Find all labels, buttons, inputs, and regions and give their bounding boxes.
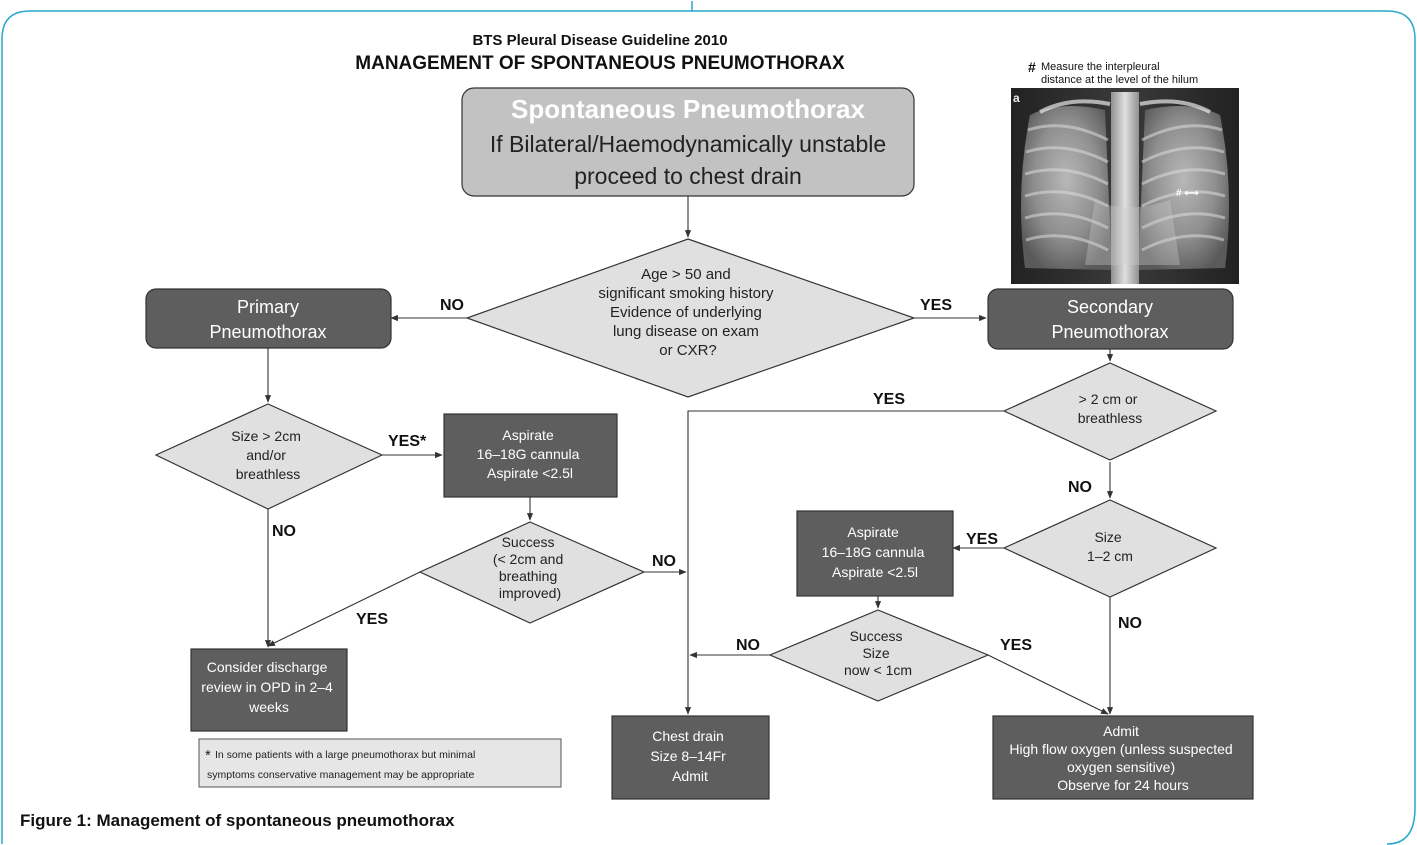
svg-text:Aspirate 16–18G cannula: Aspirate 16–18G cannula Aspirate <2.5l [477,427,584,481]
chest-drain-line: Admit [672,768,708,784]
size-1-2cm-diamond: Size 1–2 cm [1002,499,1218,598]
edge-label-no: NO [440,297,464,314]
success-right-line: Size [862,645,889,661]
age-decision-diamond: Age > 50 and significant smoking history… [465,238,916,398]
aspirate-box-left: Aspirate 16–18G cannula Aspirate <2.5l [443,413,618,498]
edge-label-yes: YES [873,391,905,408]
success-left-line: improved) [499,585,561,601]
aspirate-right-line: 16–18G cannula [822,544,925,560]
edge-label-no: NO [736,637,760,654]
edge-label-no: NO [1118,615,1142,632]
age-line: Evidence of underlying [610,304,762,321]
success-right-diamond: Success Size now < 1cm [768,609,990,702]
age-line: significant smoking history [598,285,774,302]
discharge-box: Consider discharge review in OPD in 2–4 … [190,648,348,732]
svg-text:Success (< 2cm and: Success (< 2cm and breathing improved) [493,534,567,601]
svg-text:Admit High flow oxygen (: Admit High flow oxygen (unless suspected… [1009,723,1236,793]
discharge-line: weeks [248,699,289,715]
start-box: Spontaneous Pneumothorax If Bilateral/Ha… [461,87,915,197]
secondary-line1: Secondary [1067,297,1153,317]
start-line2: proceed to chest drain [574,163,802,189]
chest-drain-line: Size 8–14Fr [650,748,726,764]
chest-drain-line: Chest drain [652,728,724,744]
footnote-line2: symptoms conservative management may be … [207,769,474,781]
edge-label-yes-star: YES* [388,433,427,450]
secondary-size-line: breathless [1078,410,1143,426]
secondary-line2: Pneumothorax [1051,322,1168,342]
primary-line2: Pneumothorax [209,322,326,342]
footnote-line1: In some patients with a large pneumothor… [215,749,475,761]
svg-text:Success Size now <: Success Size now < 1cm [844,628,912,678]
success-left-line: breathing [499,568,557,584]
discharge-line: Consider discharge [207,659,328,675]
primary-size-line: Size > 2cm [231,428,301,444]
primary-size-diamond: Size > 2cm and/or breathless [154,403,384,510]
svg-text:Size > 2cm and/or: Size > 2cm and/or breathless [231,428,305,482]
page-title: MANAGEMENT OF SPONTANEOUS PNEUMOTHORAX [355,53,845,74]
aspirate-right-line: Aspirate <2.5l [832,564,918,580]
footnote-box: * In some patients with a large pneumoth… [198,738,562,788]
connectors [264,196,1114,715]
start-heading: Spontaneous Pneumothorax [511,94,865,124]
xray-note-line1: Measure the interpleural [1041,61,1160,73]
hash-symbol: # [1028,59,1036,75]
xray-corner-mark: a [1013,91,1020,105]
age-line: or CXR? [659,342,717,359]
xray-note: # Measure the interpleural distance at t… [1028,59,1198,86]
primary-line1: Primary [237,297,299,317]
success-left-line: Success [502,534,555,550]
admit-line: High flow oxygen (unless suspected [1009,741,1232,757]
admit-line: oxygen sensitive) [1067,759,1175,775]
aspirate-left-line: Aspirate [502,427,554,443]
primary-size-line: and/or [246,447,286,463]
success-right-line: now < 1cm [844,662,912,678]
svg-text:Chest drain Size 8–14Fr: Chest drain Size 8–14Fr Admit [650,728,729,784]
edge-label-yes: YES [966,531,998,548]
aspirate-right-line: Aspirate [847,524,899,540]
edge-label-no: NO [1068,479,1092,496]
chest-xray-image: a # ⟷ [1011,88,1239,284]
figure-caption: Figure 1: Management of spontaneous pneu… [20,811,455,830]
secondary-size-diamond: > 2 cm or breathless [1002,362,1218,461]
primary-pneumothorax-box: Primary Pneumothorax [145,288,392,349]
svg-text:> 2 cm or breathless: > 2 cm or breathless [1078,391,1143,426]
footnote-star: * [205,747,211,764]
size-12-line: 1–2 cm [1087,548,1133,564]
success-left-diamond: Success (< 2cm and breathing improved) [418,521,646,624]
discharge-line: review in OPD in 2–4 [201,679,333,695]
svg-text:Aspirate 16–18G cannula: Aspirate 16–18G cannula Aspirate <2.5l [822,524,929,580]
age-line: lung disease on exam [613,323,759,340]
edge-label-no: NO [652,553,676,570]
guideline-title: BTS Pleural Disease Guideline 2010 [472,32,727,49]
admit-line: Admit [1103,723,1139,739]
admit-line: Observe for 24 hours [1057,777,1189,793]
size-12-line: Size [1094,529,1121,545]
chest-drain-box: Chest drain Size 8–14Fr Admit [611,715,770,800]
secondary-pneumothorax-box: Secondary Pneumothorax [987,288,1234,350]
primary-size-line: breathless [236,466,301,482]
svg-text:Consider discharge revie: Consider discharge review in OPD in 2–4 … [201,659,336,715]
age-line: Age > 50 and [641,266,731,283]
edge-label-yes: YES [1000,637,1032,654]
aspirate-box-right: Aspirate 16–18G cannula Aspirate <2.5l [796,510,954,597]
edge-label-no: NO [272,523,296,540]
edge-label-yes: YES [356,611,388,628]
xray-measure-marker: # ⟷ [1176,188,1199,199]
success-right-line: Success [850,628,903,644]
edge-label-yes: YES [920,297,952,314]
svg-text:Age > 50 and significant: Age > 50 and significant smoking history… [598,266,777,359]
secondary-size-line: > 2 cm or [1079,391,1138,407]
aspirate-left-line: Aspirate <2.5l [487,465,573,481]
svg-text:Size 1–2 cm: Size 1–2 cm [1087,529,1133,564]
admit-box: Admit High flow oxygen (unless suspected… [992,715,1254,800]
start-line1: If Bilateral/Haemodynamically unstable [490,131,886,157]
aspirate-left-line: 16–18G cannula [477,446,580,462]
xray-note-line2: distance at the level of the hilum [1041,74,1198,86]
success-left-line: (< 2cm and [493,551,563,567]
